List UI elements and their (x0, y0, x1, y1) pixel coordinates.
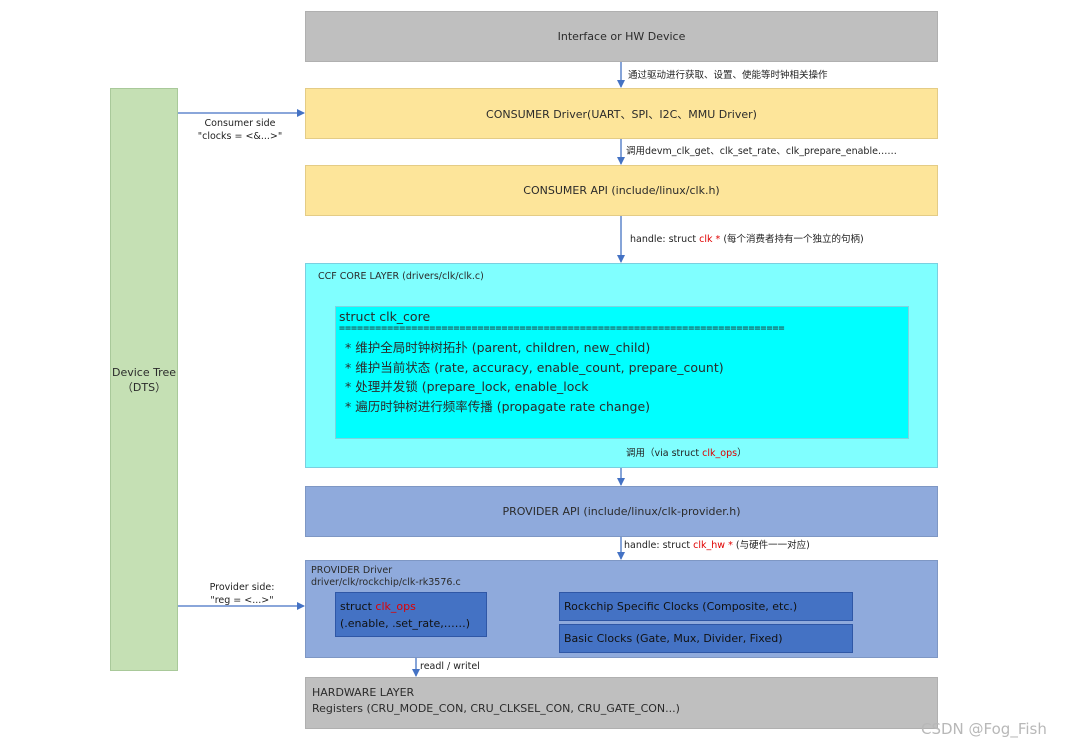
clk-core-item: * 遍历时钟树进行频率传播 (propagate rate change) (345, 398, 651, 414)
device-tree-subtitle: （DTS） (121, 380, 167, 394)
hardware-title: HARDWARE LAYER (312, 686, 415, 699)
clk-ops-members: (.enable, .set_rate,……) (340, 617, 471, 630)
edge-label-consumer-side: Consumer side "clocks = <&...>" (197, 118, 283, 142)
edge-label-operations: 通过驱动进行获取、设置、使能等时钟相关操作 (628, 70, 828, 81)
provider-api-box: PROVIDER API (include/linux/clk-provider… (305, 486, 938, 537)
basic-clocks-box: Basic Clocks (Gate, Mux, Divider, Fixed) (559, 624, 853, 653)
ccf-core-label: CCF CORE LAYER (drivers/clk/clk.c) (318, 271, 484, 282)
clk-ops-title: struct clk_ops (340, 600, 416, 613)
clk-core-item: * 维护当前状态 (rate, accuracy, enable_count, … (345, 359, 724, 375)
rockchip-clocks-box: Rockchip Specific Clocks (Composite, etc… (559, 592, 853, 621)
clk-ops-box: struct clk_ops (.enable, .set_rate,……) (335, 592, 487, 637)
hardware-layer-box: HARDWARE LAYER Registers (CRU_MODE_CON, … (305, 677, 938, 729)
clk-core-separator: ========================================… (339, 323, 785, 334)
edge-label-via-clk-ops: 调用（via struct clk_ops） (626, 448, 747, 459)
edge-label-clk-hw-handle: handle: struct clk_hw * (与硬件一一对应) (624, 540, 810, 551)
device-tree-box: Device Tree （DTS） (110, 88, 178, 671)
edge-label-provider-side: Provider side: "reg = <...>" (209, 582, 275, 606)
device-tree-title: Device Tree (111, 365, 177, 379)
clk-core-struct-box: struct clk_core ========================… (335, 306, 909, 439)
hardware-registers: Registers (CRU_MODE_CON, CRU_CLKSEL_CON,… (312, 702, 680, 715)
consumer-driver-label: CONSUMER Driver(UART、SPI、I2C、MMU Driver) (486, 107, 757, 121)
clk-core-item: * 处理并发锁 (prepare_lock, enable_lock (345, 379, 589, 394)
consumer-api-label: CONSUMER API (include/linux/clk.h) (523, 184, 720, 197)
edge-label-clk-handle: handle: struct clk * (每个消费者持有一个独立的句柄) (630, 234, 864, 245)
edge-label-readl-writel: readl / writel (420, 661, 480, 672)
provider-driver-box: PROVIDER Driver driver/clk/rockchip/clk-… (305, 560, 938, 658)
watermark: CSDN @Fog_Fish (921, 720, 1047, 738)
interface-label: Interface or HW Device (557, 30, 686, 43)
consumer-api-box: CONSUMER API (include/linux/clk.h) (305, 165, 938, 216)
clk-core-item: * 维护全局时钟树拓扑 (parent, children, new_child… (345, 340, 651, 355)
provider-api-label: PROVIDER API (include/linux/clk-provider… (502, 505, 741, 518)
clk-core-title: struct clk_core (339, 309, 431, 324)
edge-label-api-calls: 调用devm_clk_get、clk_set_rate、clk_prepare_… (626, 146, 897, 157)
consumer-driver-box: CONSUMER Driver(UART、SPI、I2C、MMU Driver) (305, 88, 938, 139)
provider-driver-label: PROVIDER Driver driver/clk/rockchip/clk-… (311, 565, 461, 588)
ccf-core-box: CCF CORE LAYER (drivers/clk/clk.c) struc… (305, 263, 938, 468)
interface-box: Interface or HW Device (305, 11, 938, 62)
